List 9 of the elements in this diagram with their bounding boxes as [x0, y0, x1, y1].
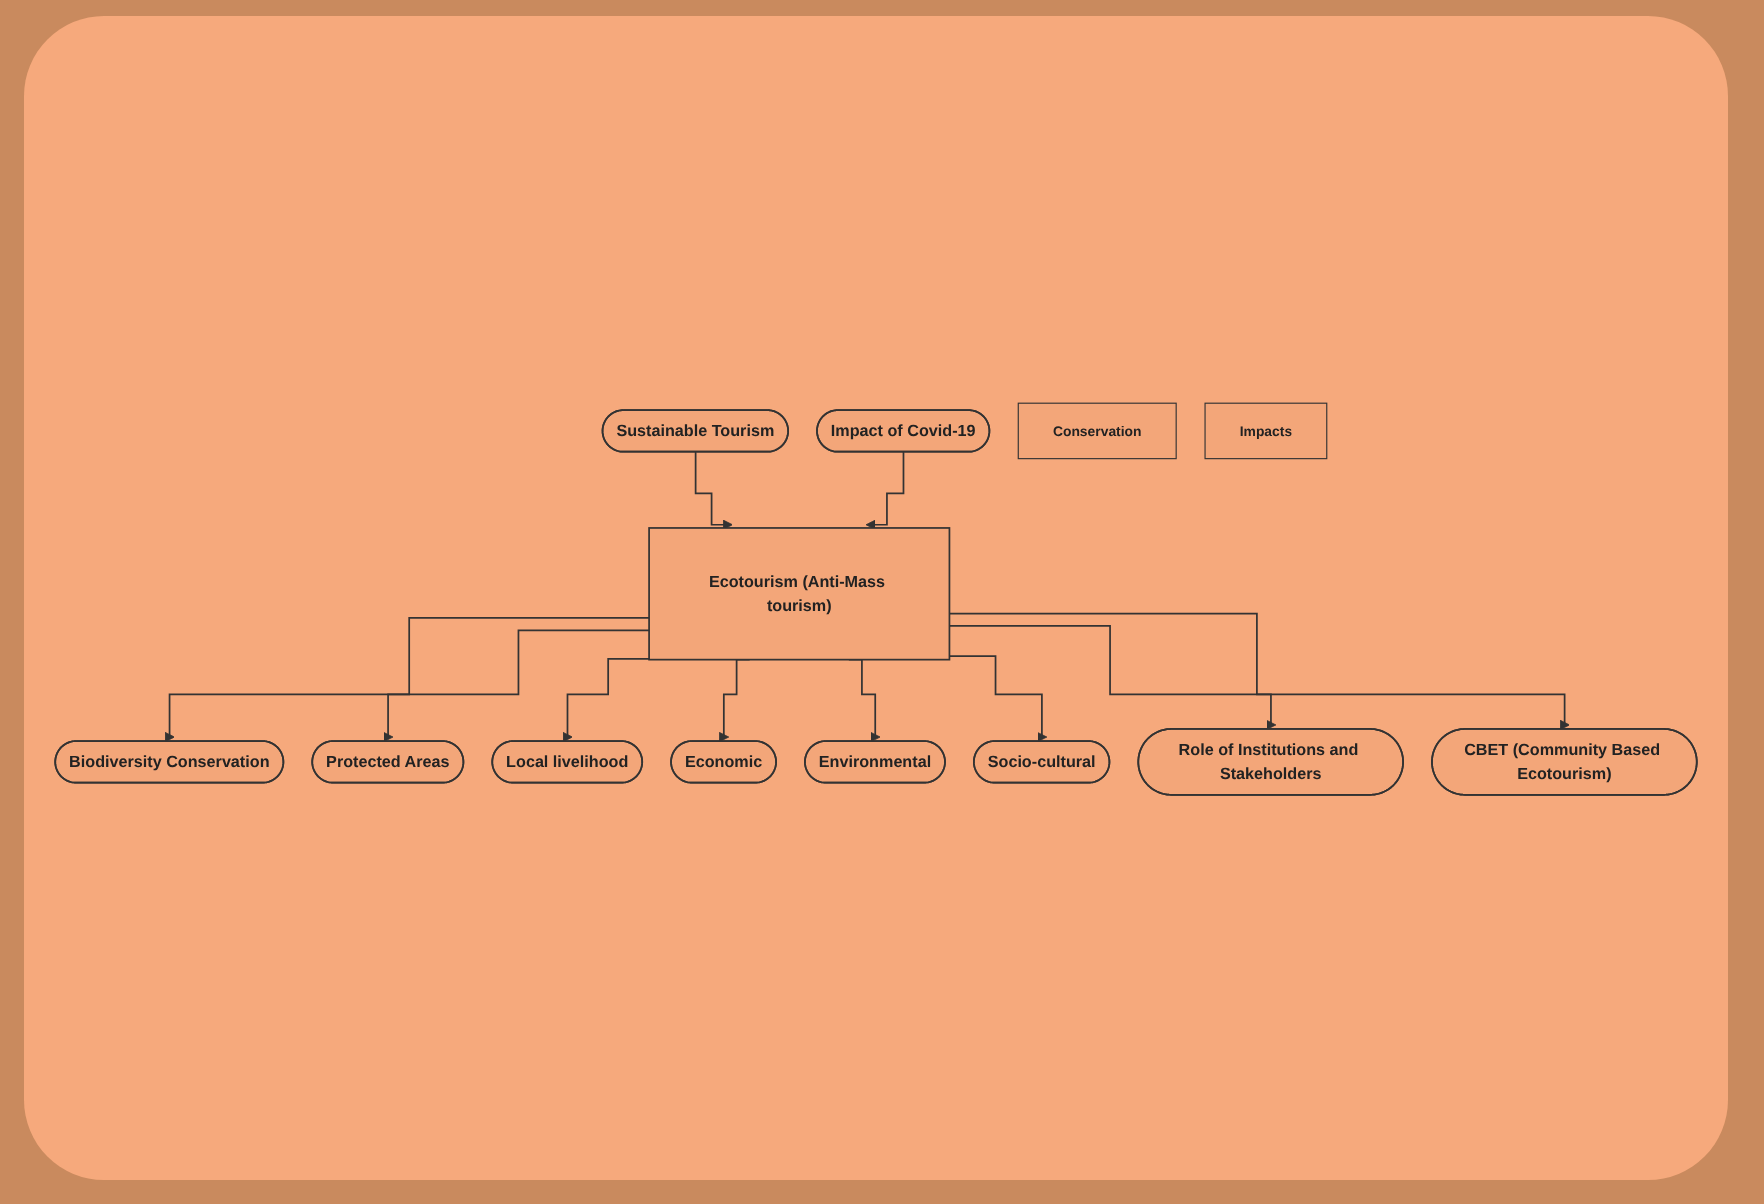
- arrow: [562, 657, 650, 742]
- arrow: [164, 615, 650, 742]
- node-box: Ecotourism (Anti-Mass tourism): [648, 526, 951, 660]
- arrow: [383, 628, 650, 742]
- arrow: [948, 623, 1277, 729]
- arrow: [948, 611, 1570, 729]
- arrow: [694, 450, 733, 529]
- arrow: [948, 654, 1048, 742]
- arrow: [865, 450, 905, 529]
